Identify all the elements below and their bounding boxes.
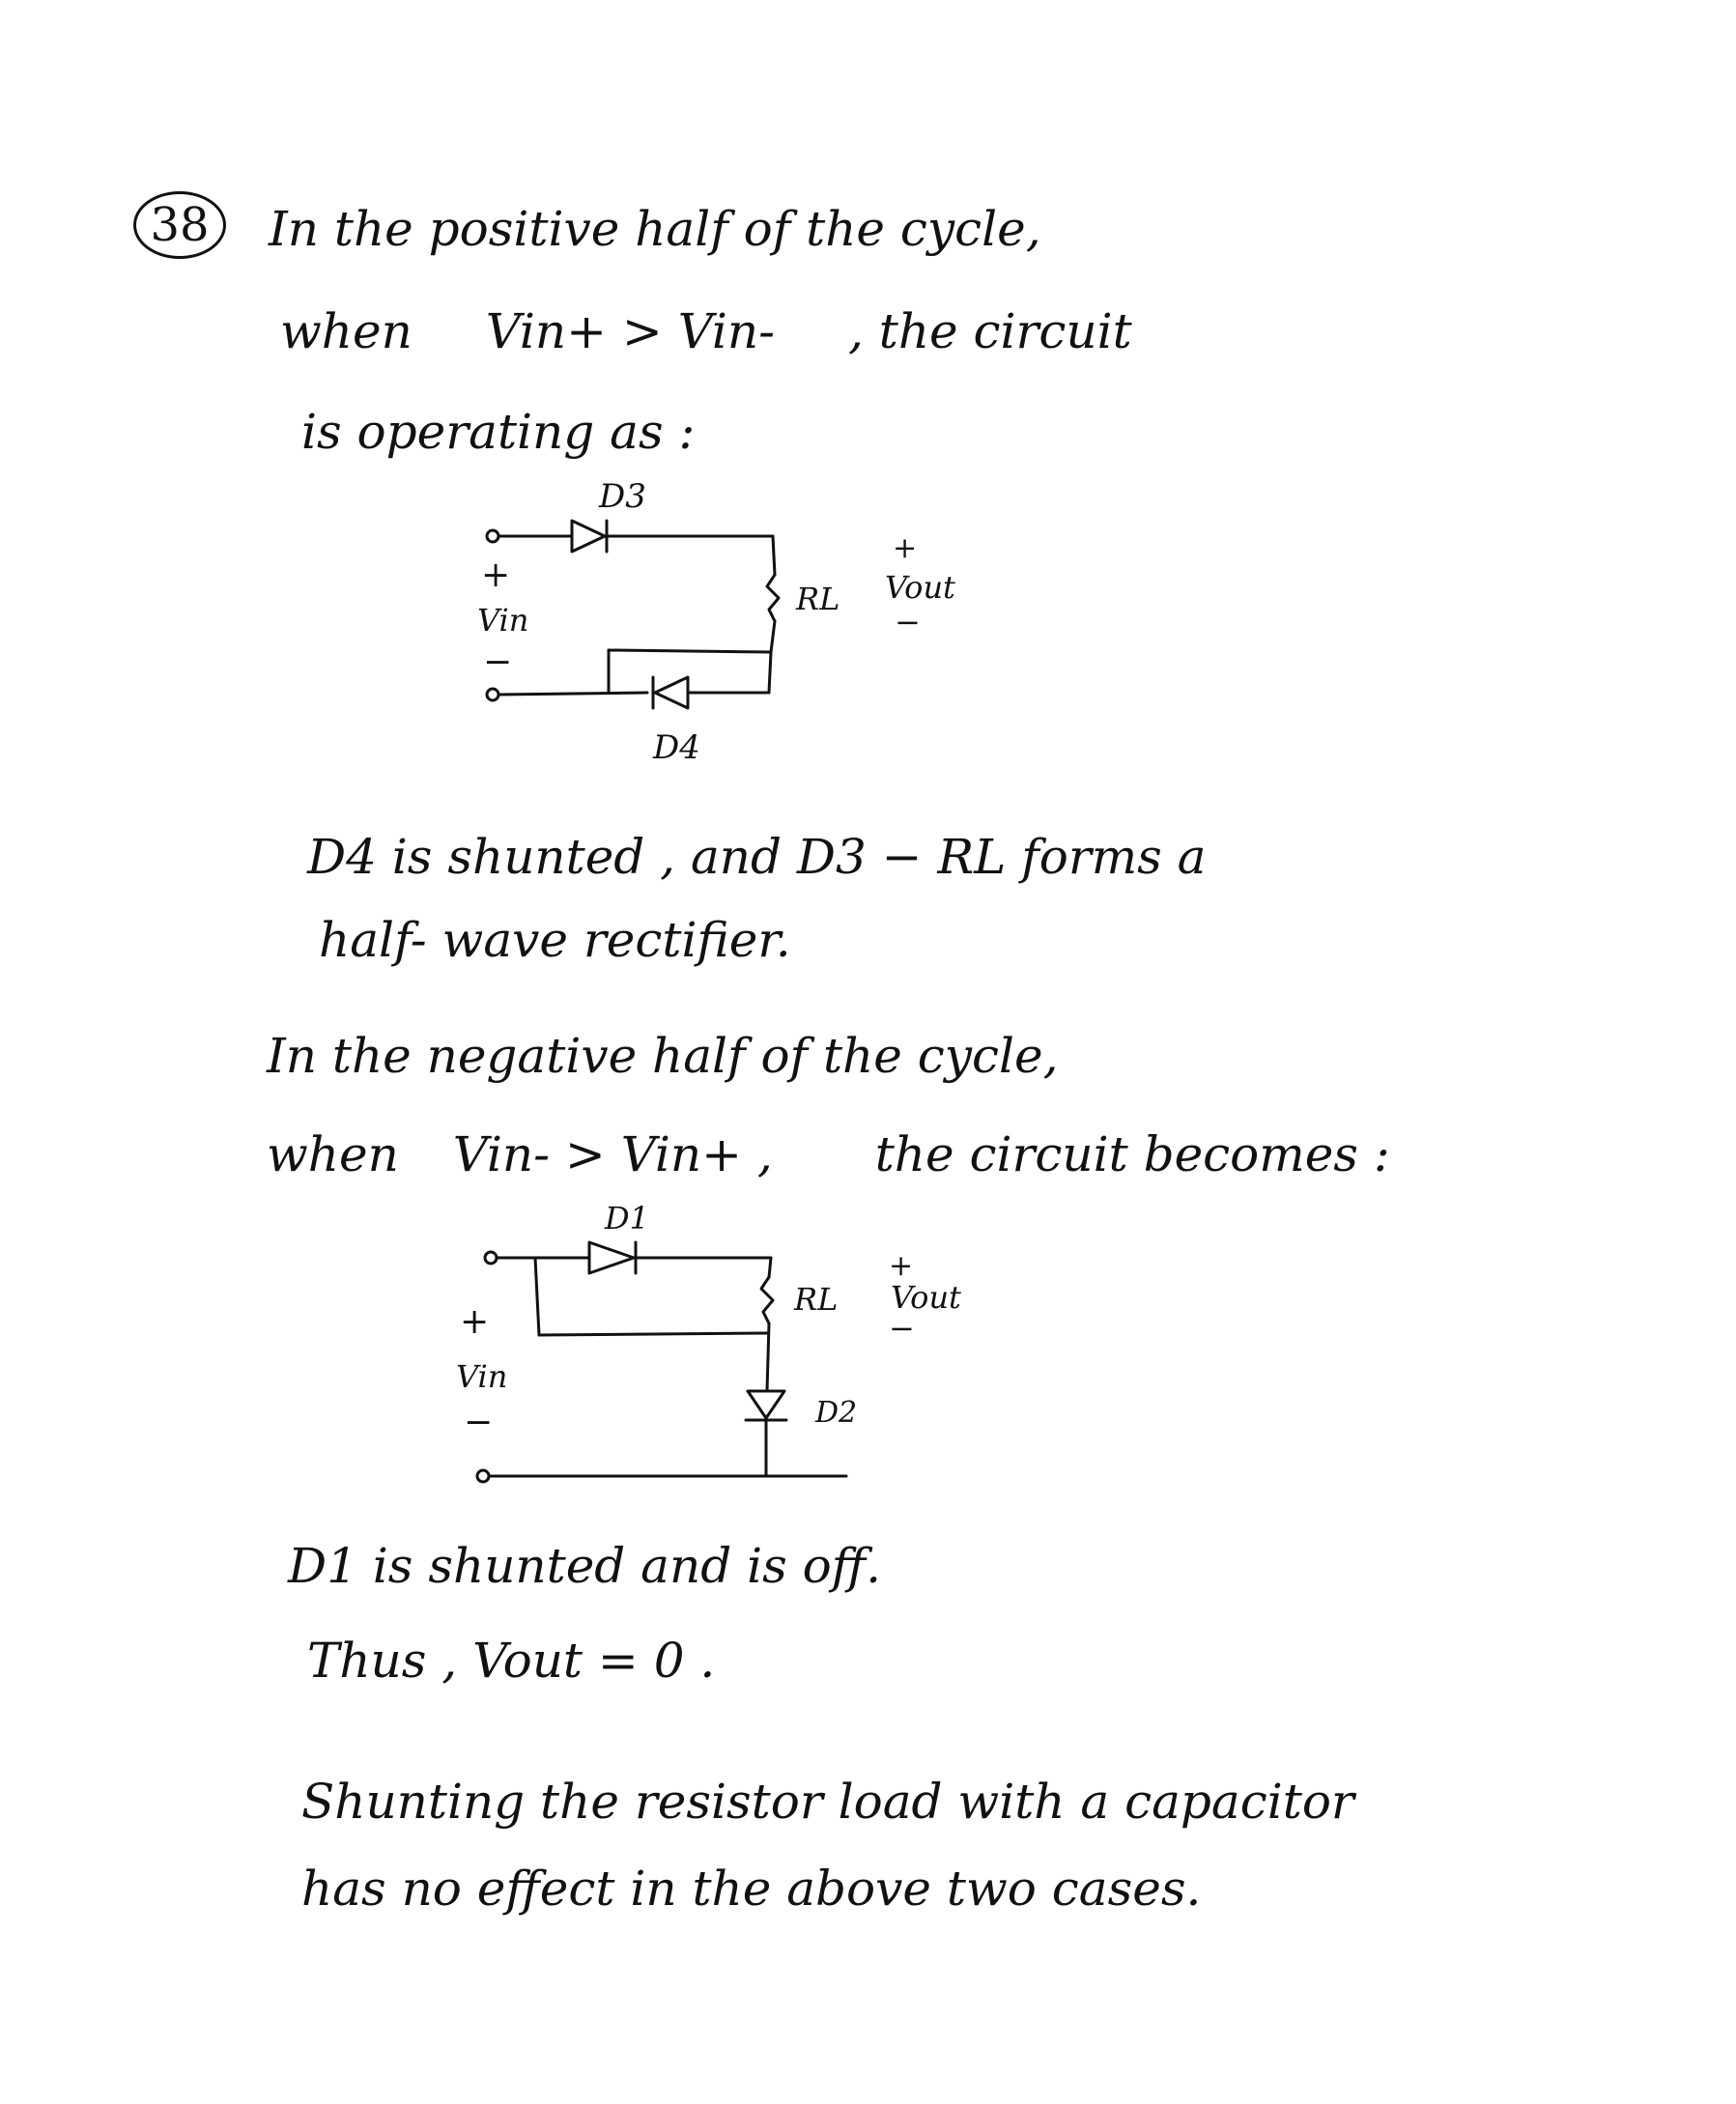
circuit2-rl-label: RL [793, 1281, 838, 1318]
circuit1-d3-label: D3 [598, 478, 646, 516]
paragraph5-line1: Shunting the resistor load with a capaci… [301, 1774, 1354, 1830]
circuit1-output-label: Vout [885, 569, 955, 606]
circuit2-input-label: Vin [456, 1358, 507, 1395]
resistor-rl-symbol-2 [759, 1275, 775, 1325]
paragraph1-suffix: , the circuit [847, 303, 1132, 359]
circuit-diagram-negative: D1 D2 RL + Vin − + Vout − [456, 1200, 961, 1484]
circuit2-input-plus: + [460, 1302, 489, 1342]
paragraph1-line3: is operating as : [301, 404, 696, 460]
paragraph3-when: when [267, 1126, 399, 1182]
diode-d4-symbol [653, 675, 690, 710]
circuit1-rl-label: RL [795, 581, 840, 617]
circuit2-output-plus: + [889, 1249, 913, 1283]
circuit1-d4-label: D4 [652, 728, 700, 767]
paragraph1-when: when [280, 303, 413, 359]
paragraph5-line2: has no effect in the above two cases. [301, 1861, 1202, 1917]
problem-number: 38 [133, 191, 226, 259]
input-terminal-top-2 [483, 1250, 498, 1265]
circuit2-input-minus: − [464, 1403, 493, 1442]
circuit2-d1-label: D1 [604, 1200, 649, 1237]
paragraph1-condition: Vin+ > Vin- [485, 303, 776, 359]
paragraph3-line2: when Vin- > Vin+ , the circuit becomes : [267, 1130, 1390, 1179]
diode-d1-symbol [587, 1240, 636, 1275]
circuit1-output-minus: − [895, 604, 921, 640]
input-terminal-top [485, 528, 500, 544]
diode-d3-symbol [570, 519, 607, 554]
circuit1-output-plus: + [893, 531, 917, 565]
input-terminal-bottom-2 [475, 1468, 491, 1484]
circuit-diagram-positive: D3 D4 RL + Vin − + Vout − [477, 478, 955, 767]
paragraph3-line1: In the negative half of the cycle, [267, 1028, 1059, 1084]
diode-d2-symbol [746, 1389, 786, 1420]
paragraph1-line2: when Vin+ > Vin- , the circuit [280, 307, 1132, 355]
paragraph4-line1: D1 is shunted and is off. [288, 1538, 882, 1594]
paragraph4-line2: Thus , Vout = 0 . [307, 1633, 716, 1689]
circuit1-input-minus: − [483, 642, 512, 682]
paragraph2-line2: half- wave rectifier. [319, 912, 791, 968]
input-terminal-bottom [485, 687, 500, 702]
circuit2-output-minus: − [889, 1310, 915, 1347]
paragraph3-suffix: the circuit becomes : [874, 1126, 1390, 1182]
resistor-rl-symbol [765, 573, 781, 623]
paragraph3-condition: Vin- > Vin+ , [452, 1126, 773, 1182]
paragraph1-line1: In the positive half of the cycle, [269, 201, 1041, 257]
circuit1-input-plus: + [481, 555, 510, 595]
circuit2-output-label: Vout [891, 1279, 961, 1316]
circuit1-input-label: Vin [477, 602, 528, 639]
circuit2-d2-label: D2 [814, 1396, 857, 1430]
paragraph2-line1: D4 is shunted , and D3 − RL forms a [307, 829, 1207, 885]
